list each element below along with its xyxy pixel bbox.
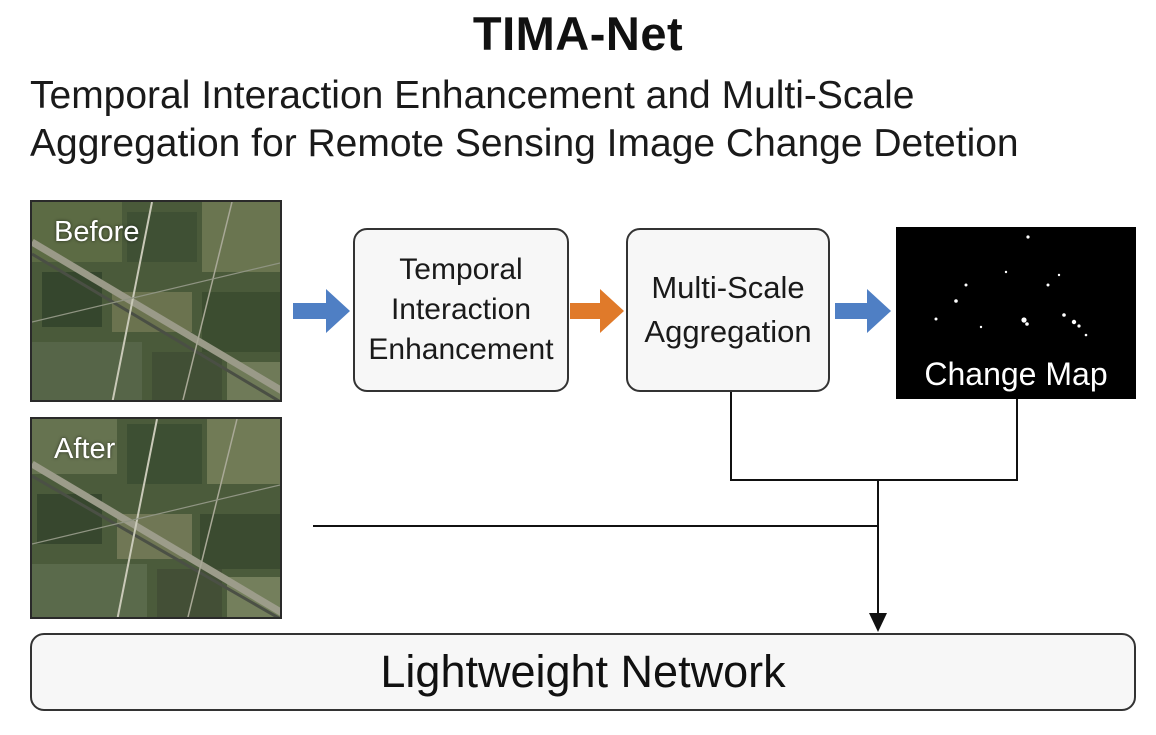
arrowhead-to-lightweight xyxy=(869,613,887,632)
before-label: Before xyxy=(54,216,140,248)
after-label: After xyxy=(54,433,116,465)
after-satellite-texture xyxy=(32,419,280,617)
change-map-speckles xyxy=(934,235,1088,337)
arrow-multiscale-to-changemap xyxy=(835,289,891,333)
before-satellite-texture xyxy=(32,202,280,400)
change-map-label: Change Map xyxy=(924,356,1108,392)
before-image: Before xyxy=(30,200,282,402)
diagram-subtitle: Temporal Interaction Enhancement and Mul… xyxy=(30,74,1019,165)
lightweight-network-box: Lightweight Network xyxy=(30,633,1136,711)
change-map-image: Change Map xyxy=(896,227,1136,399)
arrow-temporal-to-multiscale xyxy=(570,289,624,333)
arrow-input-to-temporal xyxy=(293,289,350,333)
multi-scale-aggregation-box: Multi-Scale Aggregation xyxy=(626,228,830,392)
after-image: After xyxy=(30,417,282,619)
temporal-interaction-enhancement-box: Temporal Interaction Enhancement xyxy=(353,228,569,392)
diagram-title: TIMA-Net xyxy=(472,7,684,60)
